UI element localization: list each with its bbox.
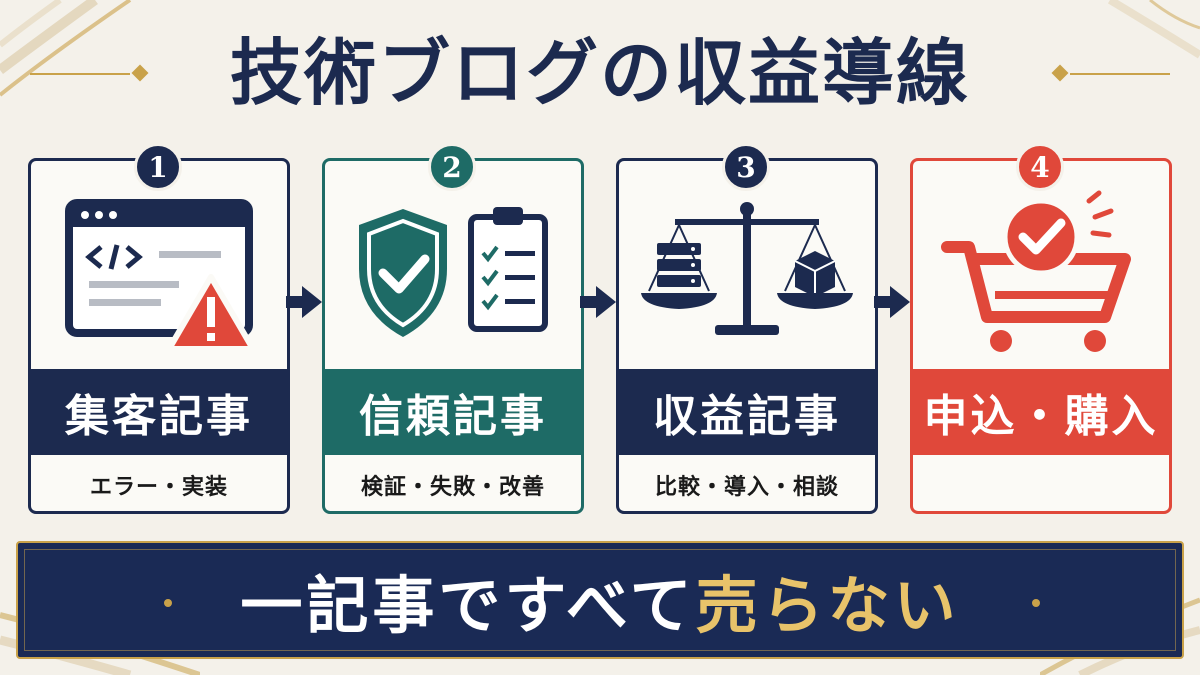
title-diamond-left xyxy=(131,64,149,82)
bottom-banner: 一記事ですべて売らない xyxy=(16,541,1184,659)
shield-check-clipboard-icon xyxy=(359,207,548,337)
step-card-4: 申込・購入 xyxy=(910,158,1172,514)
step-1-number-badge: 1 xyxy=(134,143,182,191)
step-2-subtitle: 検証・失敗・改善 xyxy=(360,474,545,500)
banner-dot-right xyxy=(1032,599,1040,607)
step-card-2: 信頼記事 検証・失敗・改善 xyxy=(322,158,584,514)
balance-scale-icon xyxy=(641,202,853,335)
title-row: 技術ブログの収益導線 xyxy=(0,28,1200,118)
step-3-number-badge: 3 xyxy=(722,143,770,191)
step-4-subtitle xyxy=(913,459,1169,511)
banner-message-highlight: 売らない xyxy=(695,569,960,642)
title-ornament-left xyxy=(30,73,130,75)
title-diamond-right xyxy=(1051,64,1069,82)
flow-arrow-3 xyxy=(874,286,910,318)
code-window-warning-icon xyxy=(65,199,256,352)
flow-arrow-2 xyxy=(580,286,616,318)
step-card-1: 集客記事 エラー・実装 xyxy=(28,158,290,514)
shopping-cart-check-icon xyxy=(941,190,1131,352)
step-2-title: 信頼記事 xyxy=(325,369,581,455)
title-ornament-right xyxy=(1070,73,1170,75)
banner-dot-left xyxy=(164,599,172,607)
flow-arrow-1 xyxy=(286,286,322,318)
step-4-number-badge: 4 xyxy=(1016,143,1064,191)
banner-message: 一記事ですべて売らない xyxy=(240,555,959,645)
step-1-title: 集客記事 xyxy=(31,369,287,455)
banner-inner-frame xyxy=(24,549,1176,651)
page-title: 技術ブログの収益導線 xyxy=(229,30,970,115)
step-3-subtitle: 比較・導入・相談 xyxy=(654,474,839,500)
step-1-subtitle: エラー・実装 xyxy=(89,474,228,500)
step-2-number-badge: 2 xyxy=(428,143,476,191)
step-4-title: 申込・購入 xyxy=(913,369,1169,455)
step-card-3: 収益記事 比較・導入・相談 xyxy=(616,158,878,514)
banner-message-prefix: 一記事ですべて xyxy=(240,569,696,642)
step-3-title: 収益記事 xyxy=(619,369,875,455)
